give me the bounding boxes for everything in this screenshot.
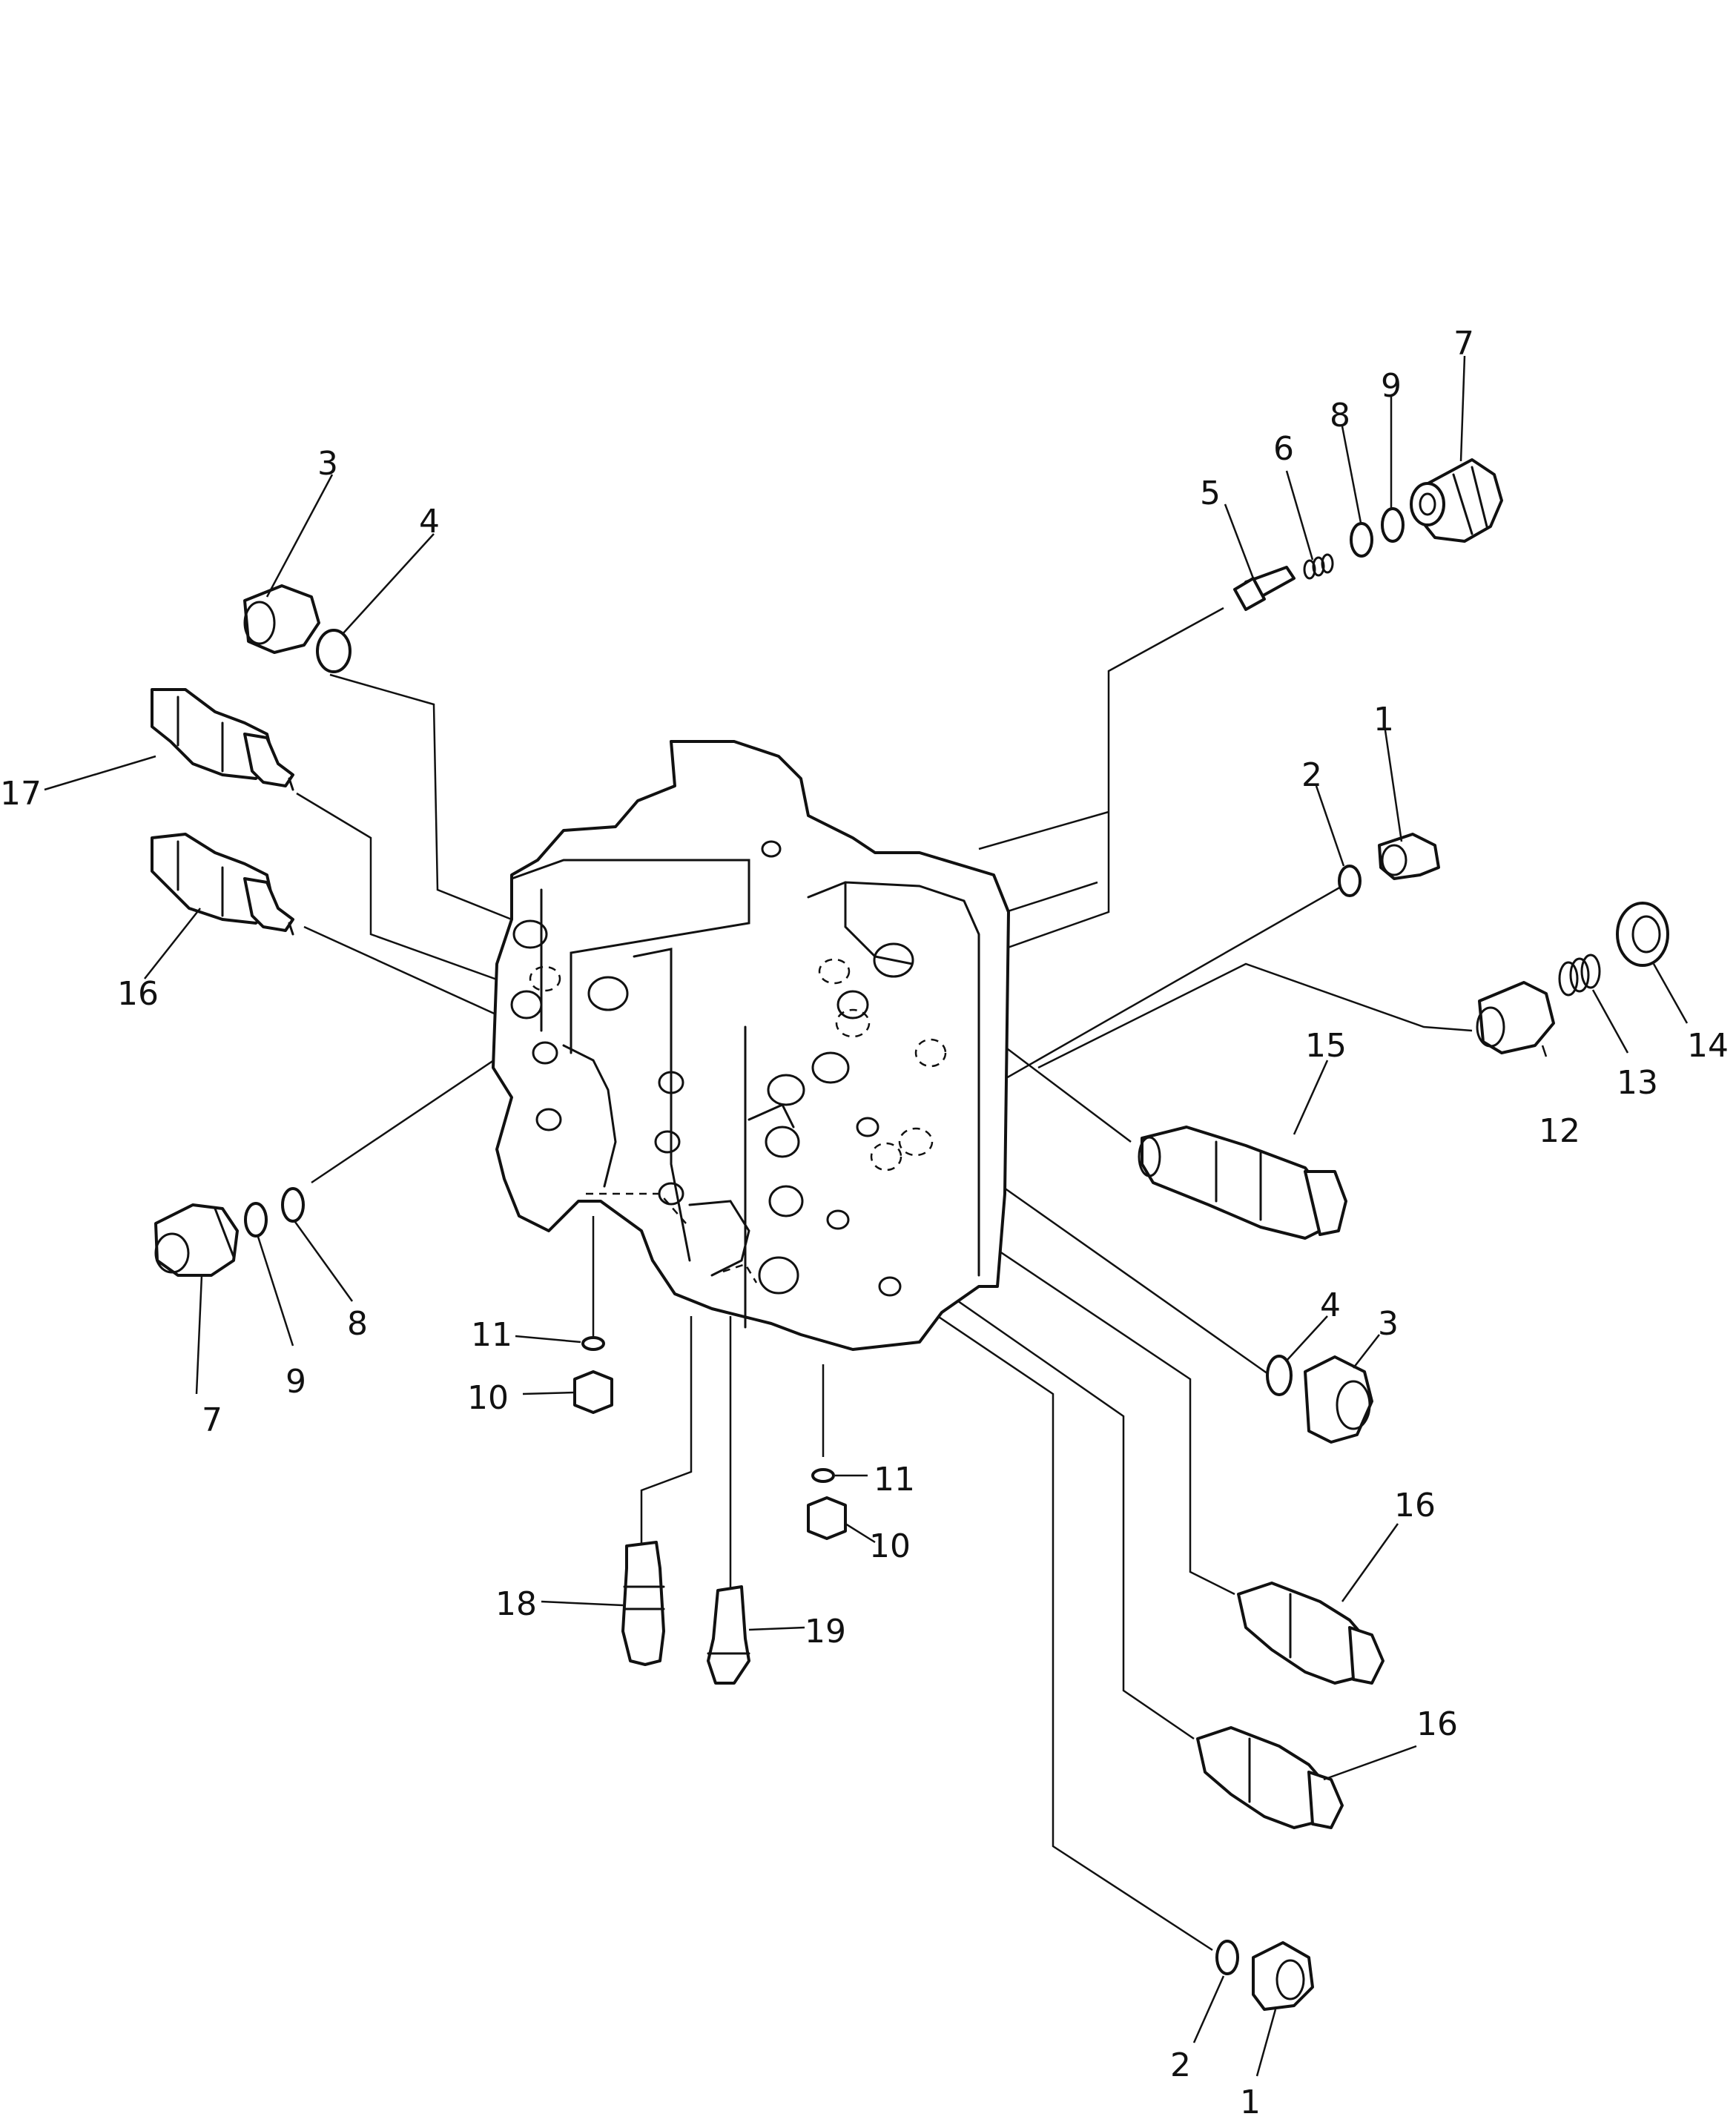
callout-4-top: 4: [419, 503, 440, 541]
callout-labels: 3 4 5 6 8 9 7 1 2 17 16 15 14 13 12 4 3 …: [0, 325, 1729, 2121]
callout-7-left: 7: [202, 1401, 222, 1439]
relief-valve-17: [151, 688, 294, 791]
callout-5: 5: [1200, 475, 1221, 512]
callout-12: 12: [1539, 1112, 1580, 1150]
callout-17: 17: [0, 775, 42, 813]
callout-7-top: 7: [1453, 325, 1474, 363]
valve-body: [492, 740, 1010, 1351]
callout-3-top: 3: [317, 445, 338, 483]
callout-10-left: 10: [467, 1379, 509, 1417]
plug-1-right: [1378, 833, 1440, 880]
o-ring-2-bottom: [1215, 1940, 1239, 1975]
callout-11-right: 11: [874, 1461, 915, 1498]
spool-19: [707, 1585, 750, 1685]
pin-5: [1233, 566, 1296, 611]
plug-1-bottom: [1252, 1941, 1314, 2011]
valve-15: [1138, 1126, 1347, 1240]
plug-7-left: [154, 1203, 239, 1277]
plug-3-bottom: [1304, 1355, 1373, 1444]
plug-10-right: [807, 1496, 847, 1540]
callout-2-bottom: 2: [1170, 2046, 1191, 2084]
o-ring-11-left: [581, 1336, 605, 1351]
callout-9-left: 9: [286, 1363, 306, 1401]
spring-13: [1558, 954, 1601, 997]
callout-1-bottom: 1: [1240, 2084, 1261, 2121]
callout-8-left: 8: [347, 1305, 368, 1343]
callout-14: 14: [1687, 1027, 1729, 1065]
callout-16-right-lower: 16: [1416, 1705, 1458, 1743]
o-ring-11-right: [811, 1468, 835, 1483]
cap-14: [1616, 902, 1669, 967]
callout-19: 19: [805, 1613, 846, 1650]
callout-8-top: 8: [1330, 397, 1350, 434]
piston-12: [1476, 981, 1555, 1054]
callout-13: 13: [1617, 1064, 1658, 1102]
callout-1-right: 1: [1373, 701, 1394, 738]
o-ring-8-top: [1350, 522, 1373, 558]
plug-3-top: [243, 584, 320, 654]
callout-6: 6: [1273, 430, 1294, 468]
relief-valve-16-left: [151, 833, 294, 936]
leader-lines: [296, 607, 1473, 1952]
callout-4-bottom: 4: [1320, 1286, 1341, 1324]
relief-valve-16-right-lower: [1196, 1726, 1344, 1829]
callout-11-left: 11: [471, 1316, 512, 1354]
o-ring-9-top: [1381, 507, 1405, 543]
callout-16-right-upper: 16: [1394, 1487, 1436, 1524]
o-ring-9-left: [244, 1202, 268, 1238]
callout-15: 15: [1305, 1027, 1347, 1065]
callout-3-bottom: 3: [1378, 1305, 1399, 1343]
o-ring-2-right: [1338, 865, 1362, 897]
o-ring-4-top: [316, 629, 352, 673]
o-ring-8-left: [281, 1187, 305, 1223]
spring-6: [1303, 553, 1334, 580]
spool-18: [621, 1541, 665, 1666]
plug-10-left: [573, 1370, 613, 1414]
callout-10-right: 10: [869, 1527, 911, 1565]
callout-9-top: 9: [1381, 367, 1402, 405]
callout-2-right: 2: [1301, 756, 1322, 794]
plug-7-top: [1410, 458, 1503, 543]
o-ring-4-bottom: [1266, 1355, 1293, 1396]
callout-16-left: 16: [117, 975, 159, 1013]
callout-18: 18: [495, 1585, 537, 1623]
relief-valve-16-right-upper: [1237, 1582, 1384, 1685]
